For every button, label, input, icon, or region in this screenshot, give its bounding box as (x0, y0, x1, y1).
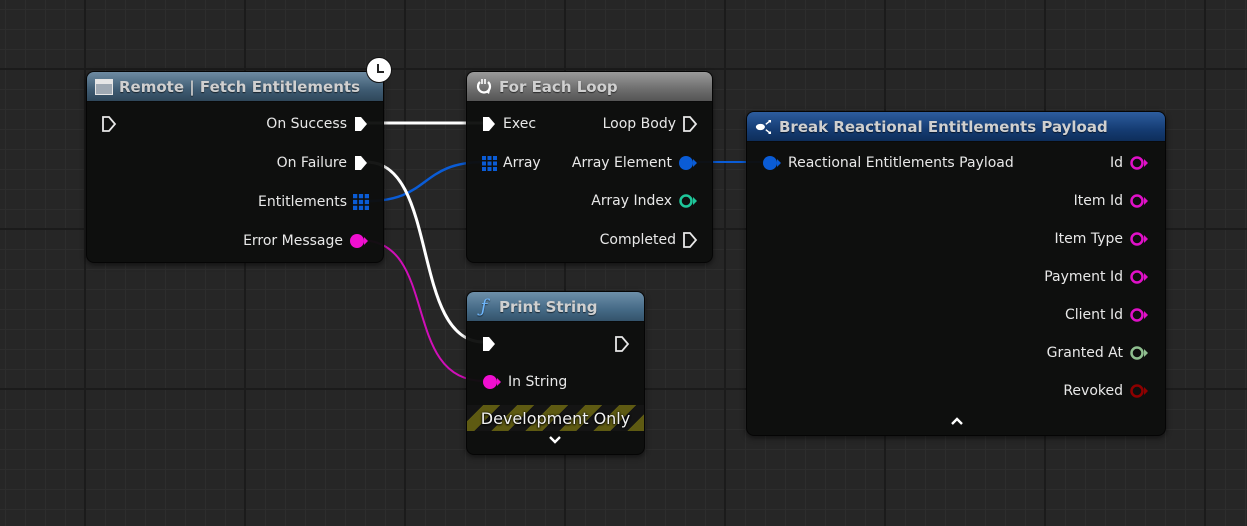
array-element-pin[interactable]: Array Element (566, 153, 698, 173)
pin-label: Array (503, 155, 541, 171)
clock-icon (366, 57, 392, 83)
pin-label: Entitlements (258, 194, 347, 210)
node-header[interactable]: ƒ Print String (467, 292, 644, 322)
node-header[interactable]: Break Reactional Entitlements Payload (747, 112, 1165, 142)
string-pin-icon (483, 375, 501, 389)
exec-out-icon (615, 336, 630, 352)
string-pin-icon (1130, 270, 1148, 284)
exec-input-pin[interactable]: Exec (481, 114, 542, 134)
pin-label: Loop Body (602, 116, 676, 132)
node-for-each-loop[interactable]: For Each Loop Exec Array Loop Body Array… (466, 71, 713, 263)
string-pin-icon (350, 234, 368, 248)
pin-label: Payment Id (1044, 269, 1123, 285)
function-icon: ƒ (480, 296, 488, 317)
payload-input-pin[interactable]: Reactional Entitlements Payload (762, 153, 1020, 173)
pin-label: Id (1109, 155, 1123, 171)
window-icon (95, 78, 113, 96)
pin-label: Item Id (1073, 193, 1123, 209)
development-only-banner: Development Only (467, 405, 644, 431)
pin-label: Revoked (1063, 383, 1123, 399)
array-index-pin[interactable]: Array Index (585, 191, 698, 211)
node-break-reactional-entitlements-payload[interactable]: Break Reactional Entitlements Payload Re… (746, 111, 1166, 436)
array-grid-icon (353, 194, 369, 210)
node-title: Break Reactional Entitlements Payload (779, 117, 1108, 136)
node-remote-fetch-entitlements[interactable]: Remote | Fetch Entitlements On Success O… (86, 71, 384, 263)
entitlements-pin[interactable]: Entitlements (252, 192, 369, 212)
pin-label: Completed (599, 232, 676, 248)
loop-body-pin[interactable]: Loop Body (597, 114, 698, 134)
exec-in-icon (483, 117, 495, 131)
exec-output-pin[interactable] (614, 334, 630, 354)
node-title: Print String (499, 297, 598, 316)
completed-pin[interactable]: Completed (594, 230, 698, 250)
id-pin[interactable]: Id (1104, 153, 1149, 173)
exec-out-icon (683, 116, 698, 132)
exec-input-pin[interactable] (481, 334, 497, 354)
error-message-pin[interactable]: Error Message (237, 231, 369, 251)
struct-pin-icon (763, 156, 781, 170)
in-string-pin[interactable]: In String (482, 372, 573, 392)
pin-label: On Failure (276, 155, 347, 171)
pin-label: Item Type (1054, 231, 1123, 247)
string-pin-icon (1130, 308, 1148, 322)
loop-icon (475, 78, 493, 96)
pin-label: Array Index (591, 193, 672, 209)
granted-at-pin[interactable]: Granted At (1041, 343, 1149, 363)
array-input-pin[interactable]: Array (482, 153, 547, 173)
node-title: Remote | Fetch Entitlements (119, 77, 361, 96)
integer-pin-icon (679, 194, 697, 208)
exec-out-icon (355, 117, 367, 131)
pin-label: In String (508, 374, 568, 390)
chevron-down-icon[interactable] (545, 435, 565, 445)
exec-input-pin[interactable] (101, 114, 117, 134)
exec-in-icon (102, 116, 117, 132)
on-success-pin[interactable]: On Success (260, 114, 369, 134)
string-pin-icon (1130, 156, 1148, 170)
node-header[interactable]: Remote | Fetch Entitlements (87, 72, 383, 102)
exec-out-icon (683, 232, 698, 248)
pin-label: On Success (266, 116, 347, 132)
pin-label: Client Id (1065, 307, 1123, 323)
pin-label: Error Message (243, 233, 343, 249)
node-title: For Each Loop (499, 77, 618, 96)
chevron-up-icon[interactable] (947, 416, 967, 426)
item-id-pin[interactable]: Item Id (1068, 191, 1149, 211)
pin-label: Exec (503, 116, 537, 132)
banner-label: Development Only (480, 408, 631, 428)
client-id-pin[interactable]: Client Id (1059, 305, 1149, 325)
break-struct-icon (755, 118, 773, 136)
pin-label: Array Element (571, 155, 672, 171)
struct-pin-icon (679, 156, 697, 170)
pin-label: Reactional Entitlements Payload (788, 155, 1014, 171)
array-grid-icon (482, 155, 497, 171)
payment-id-pin[interactable]: Payment Id (1038, 267, 1149, 287)
pin-label: Granted At (1046, 345, 1123, 361)
boolean-pin-icon (1130, 384, 1148, 398)
revoked-pin[interactable]: Revoked (1057, 381, 1149, 401)
node-header[interactable]: For Each Loop (467, 72, 712, 102)
item-type-pin[interactable]: Item Type (1049, 229, 1149, 249)
string-pin-icon (1130, 194, 1148, 208)
on-failure-pin[interactable]: On Failure (271, 153, 369, 173)
exec-out-icon (355, 156, 367, 170)
node-print-string[interactable]: ƒ Print String In String Development Onl… (466, 291, 645, 455)
string-pin-icon (1130, 232, 1148, 246)
datetime-pin-icon (1130, 346, 1148, 360)
exec-in-icon (483, 337, 495, 351)
